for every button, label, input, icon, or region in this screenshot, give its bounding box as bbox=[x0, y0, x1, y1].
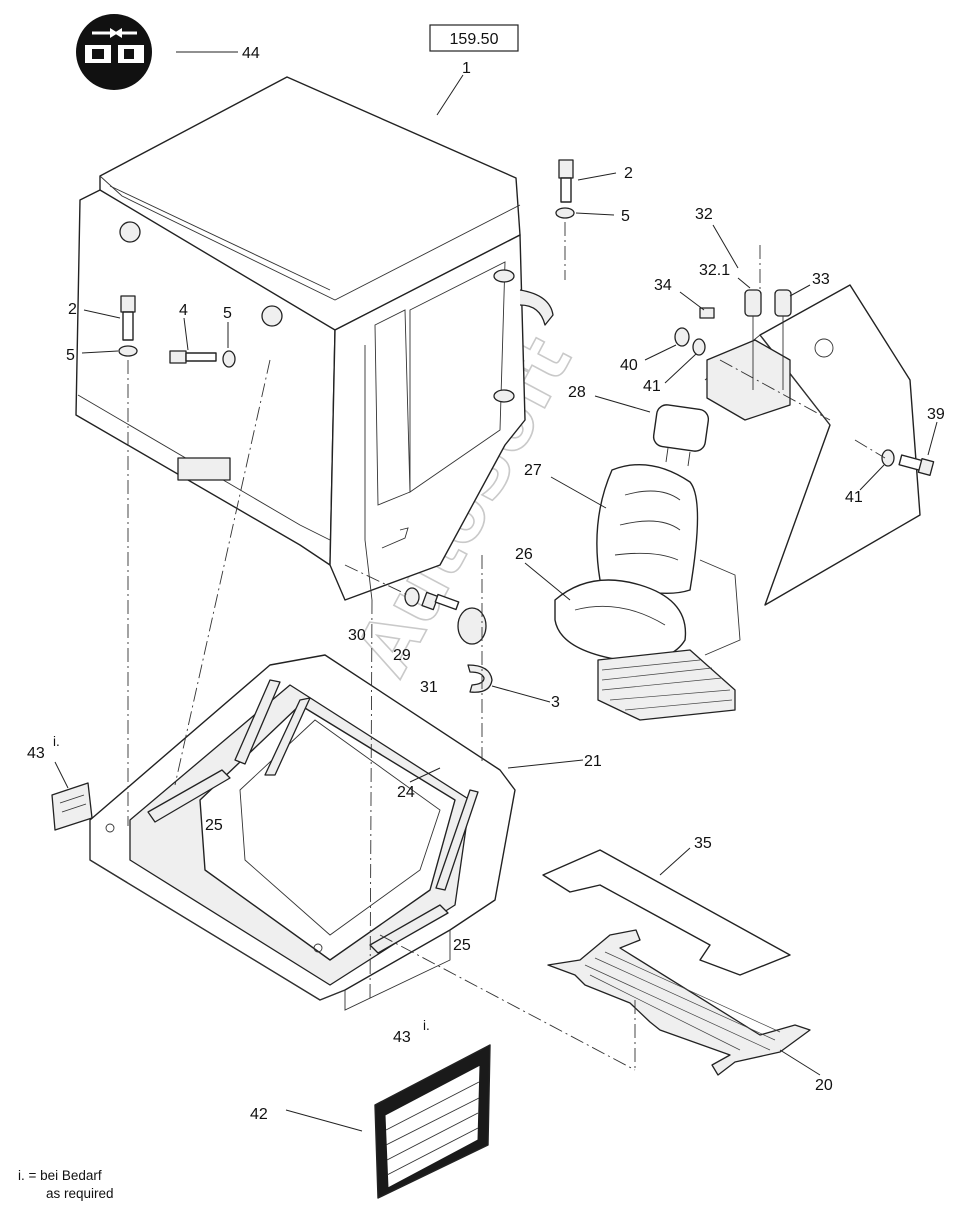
callout-20: 20 bbox=[815, 1077, 833, 1094]
callout-2-left: 2 bbox=[68, 301, 77, 318]
strip-part-25 bbox=[147, 679, 449, 954]
washer-part-5-mid bbox=[222, 350, 236, 368]
callout-1: 1 bbox=[462, 60, 471, 77]
leader-lines bbox=[54, 51, 938, 1132]
washer-part-41-lower bbox=[881, 449, 895, 467]
reference-box: 159.50 bbox=[429, 24, 519, 52]
footnote-german: i. = bei Bedarf bbox=[18, 1168, 102, 1183]
frame-part-21 bbox=[89, 654, 516, 1011]
callout-5-left: 5 bbox=[66, 347, 75, 364]
callout-25-right: 25 bbox=[453, 937, 471, 954]
callout-21: 21 bbox=[584, 753, 602, 770]
callout-24: 24 bbox=[397, 784, 415, 801]
floor-plate-part-20 bbox=[547, 929, 811, 1076]
callout-35: 35 bbox=[694, 835, 712, 852]
label-part-43-left bbox=[51, 782, 93, 831]
bolt-part-29 bbox=[421, 591, 460, 611]
washer-part-40 bbox=[674, 327, 690, 347]
callout-32-1: 32.1 bbox=[699, 262, 730, 279]
callout-43-bottom: 43 bbox=[393, 1029, 411, 1046]
cap-part-31 bbox=[457, 607, 487, 645]
washer-part-30 bbox=[404, 587, 420, 607]
callout-25-left: 25 bbox=[205, 817, 223, 834]
washer-part-41-upper bbox=[692, 338, 706, 356]
callout-40: 40 bbox=[620, 357, 638, 374]
screw-part-34 bbox=[699, 307, 715, 319]
washer-part-5-top bbox=[555, 207, 575, 219]
pin-part-4 bbox=[169, 350, 217, 364]
callout-3: 3 bbox=[551, 694, 560, 711]
bolt-part-2-top bbox=[558, 159, 574, 203]
floor-mat-part-35 bbox=[542, 849, 791, 976]
callout-42: 42 bbox=[250, 1106, 268, 1123]
callout-31: 31 bbox=[420, 679, 438, 696]
callout-41-upper: 41 bbox=[643, 378, 661, 395]
callout-39: 39 bbox=[927, 406, 945, 423]
callout-5-top: 5 bbox=[621, 208, 630, 225]
i-mark-bottom: i. bbox=[423, 1018, 430, 1033]
alignment-lines bbox=[127, 222, 886, 1071]
callout-34: 34 bbox=[654, 277, 672, 294]
callout-41-lower: 41 bbox=[845, 489, 863, 506]
callout-26: 26 bbox=[515, 546, 533, 563]
callout-labels: 44 1 2 5 2 5 4 5 32 32.1 33 34 40 41 28 … bbox=[27, 45, 945, 1123]
callout-43-left: 43 bbox=[27, 745, 45, 762]
callout-2-top: 2 bbox=[624, 165, 633, 182]
clip-part-3 bbox=[467, 664, 493, 693]
callout-32: 32 bbox=[695, 206, 713, 223]
seatbelt-fasten-icon bbox=[76, 14, 152, 90]
decal-part-42 bbox=[374, 1044, 491, 1199]
washer-part-5-left bbox=[118, 345, 138, 357]
cab-part-1 bbox=[75, 76, 554, 601]
callout-30: 30 bbox=[348, 627, 366, 644]
callout-28: 28 bbox=[568, 384, 586, 401]
bolt-part-39 bbox=[898, 454, 935, 476]
callout-44: 44 bbox=[242, 45, 260, 62]
callout-27: 27 bbox=[524, 462, 542, 479]
seat-assembly bbox=[554, 404, 741, 721]
callout-29: 29 bbox=[393, 647, 411, 664]
callout-33: 33 bbox=[812, 271, 830, 288]
callout-4: 4 bbox=[179, 302, 188, 319]
bolt-part-2-left bbox=[120, 295, 136, 341]
side-panel-part bbox=[704, 284, 921, 606]
i-mark-left: i. bbox=[53, 734, 60, 749]
footnote-english: as required bbox=[46, 1186, 114, 1201]
strip-part-24 bbox=[264, 697, 479, 891]
footnote: i. = bei Bedarf as required bbox=[18, 1168, 114, 1201]
reference-number: 159.50 bbox=[450, 31, 499, 48]
callout-5-mid: 5 bbox=[223, 305, 232, 322]
